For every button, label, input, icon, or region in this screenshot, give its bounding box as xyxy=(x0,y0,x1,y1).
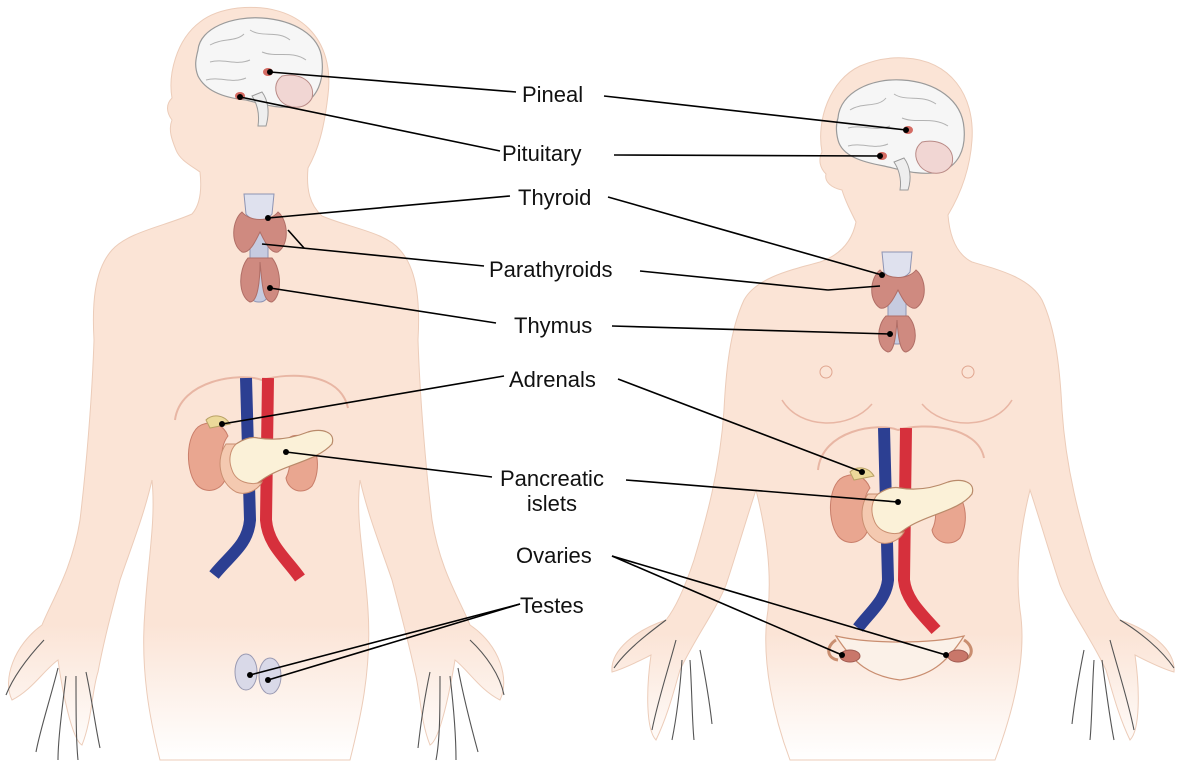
label-pineal: Pineal xyxy=(522,82,583,107)
label-pituitary: Pituitary xyxy=(502,141,581,166)
dot-thymus-female xyxy=(887,331,893,337)
dot-thyroid-female xyxy=(879,272,885,278)
dot-testis-left xyxy=(247,672,253,678)
male-figure xyxy=(6,7,504,760)
label-pituitary-text: Pituitary xyxy=(502,141,581,166)
male-left-testis xyxy=(235,654,257,690)
dot-ovary-left xyxy=(839,652,845,658)
label-pancreatic-line2: islets xyxy=(500,491,604,516)
label-testes-text: Testes xyxy=(520,593,584,618)
label-pineal-text: Pineal xyxy=(522,82,583,107)
male-body xyxy=(9,7,504,760)
label-thyroid-text: Thyroid xyxy=(518,185,591,210)
label-ovaries: Ovaries xyxy=(516,543,592,568)
label-parathyroids-text: Parathyroids xyxy=(489,257,613,282)
label-adrenals-text: Adrenals xyxy=(509,367,596,392)
label-thymus-text: Thymus xyxy=(514,313,592,338)
label-adrenals: Adrenals xyxy=(509,367,596,392)
label-pancreatic-line1: Pancreatic xyxy=(500,466,604,491)
dot-thymus-male xyxy=(267,285,273,291)
leader-thyroid-female xyxy=(608,197,882,275)
male-right-testis xyxy=(259,658,281,694)
label-testes: Testes xyxy=(520,593,584,618)
label-pancreatic-islets: Pancreatic islets xyxy=(500,466,604,516)
dot-testis-right xyxy=(265,677,271,683)
dot-thyroid-male xyxy=(265,215,271,221)
dot-pineal-male xyxy=(267,69,273,75)
dot-pancreatic-female xyxy=(895,499,901,505)
female-right-ovary xyxy=(948,650,968,662)
label-thyroid: Thyroid xyxy=(518,185,591,210)
female-larynx xyxy=(882,252,912,278)
dot-pancreatic-male xyxy=(283,449,289,455)
dot-pituitary-male xyxy=(237,94,243,100)
dot-pituitary-female xyxy=(877,153,883,159)
label-thymus: Thymus xyxy=(514,313,592,338)
label-parathyroids: Parathyroids xyxy=(489,257,613,282)
dot-adrenals-female xyxy=(859,469,865,475)
dot-pineal-female xyxy=(903,127,909,133)
dot-ovary-right xyxy=(943,652,949,658)
label-ovaries-text: Ovaries xyxy=(516,543,592,568)
leader-pituitary-female xyxy=(614,155,880,156)
dot-adrenals-male xyxy=(219,421,225,427)
